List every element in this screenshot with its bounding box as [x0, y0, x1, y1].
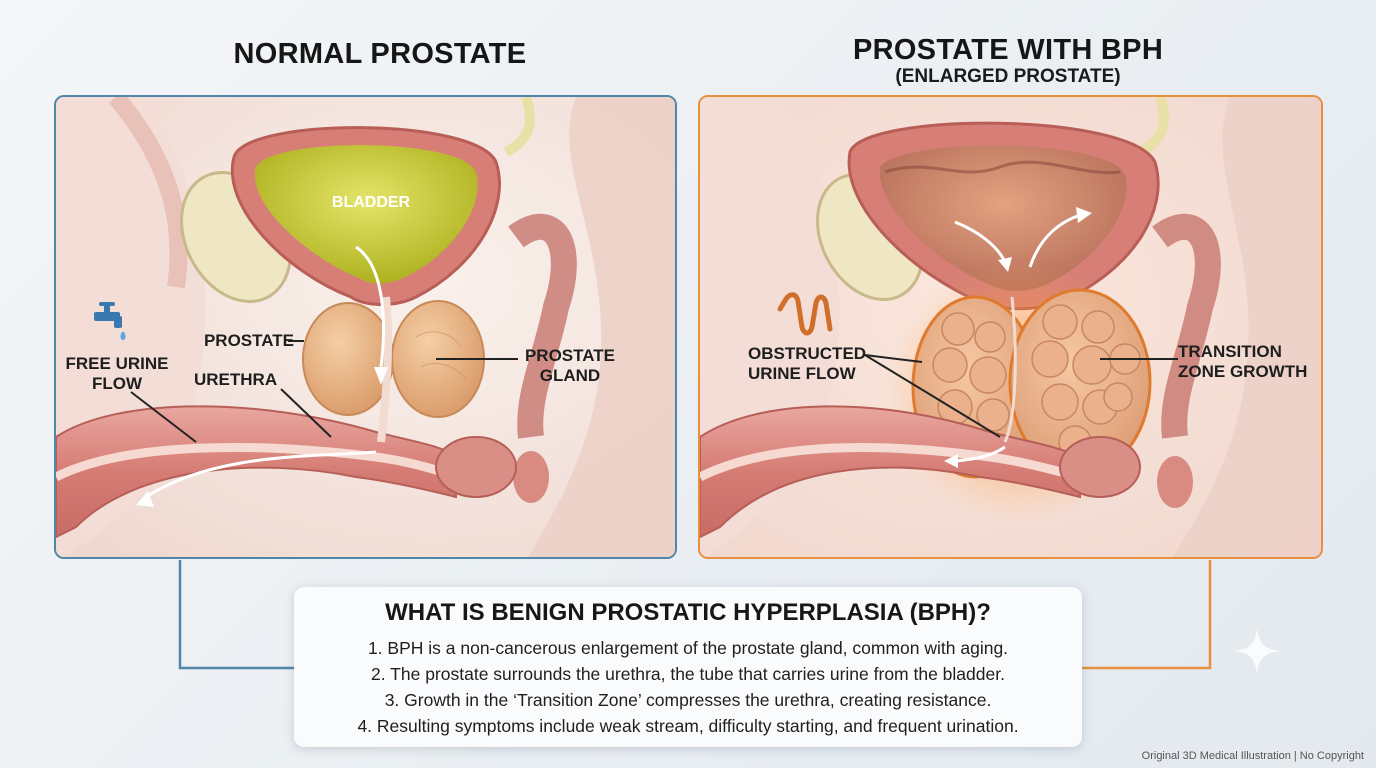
- footer-credit: Original 3D Medical Illustration | No Co…: [1141, 750, 1364, 762]
- bph-subtitle: (ENLARGED PROSTATE): [895, 66, 1121, 87]
- bph-panel: OBSTRUCTED URINE FLOW TRANSITION ZONE GR…: [698, 95, 1323, 559]
- obstructed-urine-flow-label: OBSTRUCTED URINE FLOW: [748, 344, 867, 383]
- normal-prostate-title: NORMAL PROSTATE: [233, 38, 527, 70]
- normal-prostate-panel: BLADDER PROSTATE URETHRA PROSTATE GLAND …: [54, 95, 677, 559]
- bph-title: PROSTATE WITH BPH: [852, 34, 1164, 66]
- free-urine-flow-label: FREE URINE FLOW: [65, 354, 169, 393]
- info-item: 3. Growth in the ‘Transition Zone’ compr…: [384, 690, 992, 710]
- info-item: 1. BPH is a non-cancerous enlargement of…: [367, 638, 1009, 658]
- urethra-label: URETHRA: [194, 370, 278, 389]
- info-heading: WHAT IS BENIGN PROSTATIC HYPERPLASIA (BP…: [385, 599, 991, 626]
- bladder-label: BLADDER: [331, 194, 411, 211]
- info-item: 4. Resulting symptoms include weak strea…: [357, 716, 1019, 736]
- prostate-label: PROSTATE: [203, 331, 294, 350]
- transition-zone-growth-label: TRANSITION ZONE GROWTH: [1178, 342, 1308, 381]
- prostate-gland-label: PROSTATE GLAND: [524, 346, 616, 385]
- bph-illustration: [700, 97, 1321, 557]
- info-item: 2. The prostate surrounds the urethra, t…: [371, 664, 1005, 684]
- kinked-pipe-icon: [777, 292, 833, 336]
- normal-prostate-illustration: [56, 97, 675, 557]
- sparkle-icon: [1234, 628, 1280, 674]
- right-connector-line: [1082, 560, 1212, 670]
- left-connector-line: [178, 560, 296, 670]
- info-list: 1. BPH is a non-cancerous enlargement of…: [294, 635, 1082, 739]
- faucet-icon: [94, 302, 126, 340]
- bph-info-box: WHAT IS BENIGN PROSTATIC HYPERPLASIA (BP…: [294, 587, 1082, 747]
